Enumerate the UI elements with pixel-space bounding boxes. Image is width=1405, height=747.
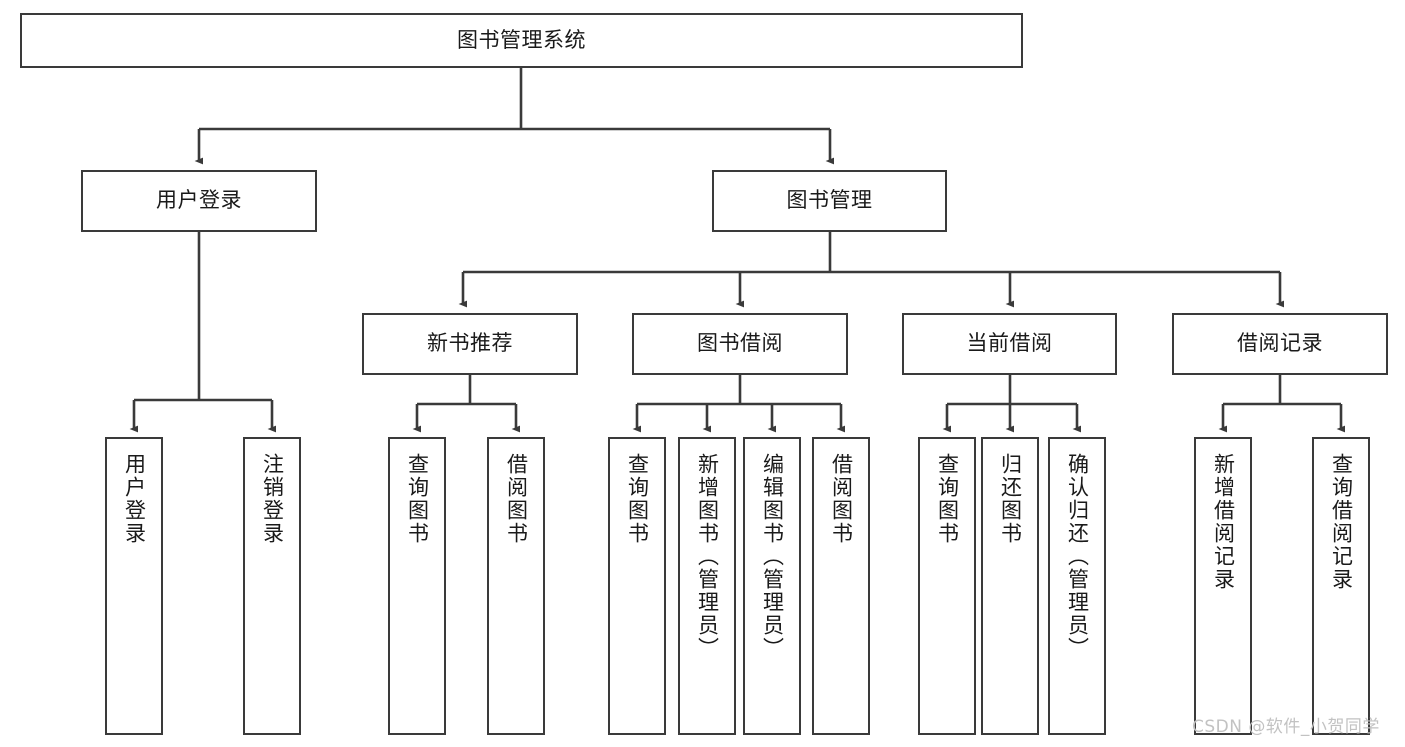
node-leaf-edit-book-label: 编辑图书（管理员）: [760, 453, 785, 660]
node-leaf-user-login-label: 用户登录: [122, 453, 147, 545]
node-leaf-query-book-2-label: 查询图书: [625, 453, 650, 545]
node-borrow-record-label: 借阅记录: [1237, 331, 1323, 356]
node-leaf-add-book[interactable]: 新增图书（管理员）: [678, 437, 736, 735]
node-book-manage-label: 图书管理: [786, 188, 873, 213]
node-leaf-add-record[interactable]: 新增借阅记录: [1194, 437, 1252, 735]
node-leaf-user-logout-label: 注销登录: [260, 453, 285, 545]
node-leaf-confirm-return-label: 确认归还（管理员）: [1065, 453, 1090, 660]
node-leaf-return-book-label: 归还图书: [998, 453, 1023, 545]
node-leaf-query-book-2[interactable]: 查询图书: [608, 437, 666, 735]
node-leaf-return-book[interactable]: 归还图书: [981, 437, 1039, 735]
node-book-borrow-label: 图书借阅: [697, 331, 783, 356]
node-leaf-query-book-3-label: 查询图书: [935, 453, 960, 545]
node-book-manage[interactable]: 图书管理: [712, 170, 947, 232]
node-leaf-query-record-label: 查询借阅记录: [1329, 453, 1354, 591]
watermark: CSDN @软件_小贺同学: [1192, 717, 1380, 737]
node-leaf-query-book-3[interactable]: 查询图书: [918, 437, 976, 735]
node-leaf-query-book-1[interactable]: 查询图书: [388, 437, 446, 735]
node-current-borrow-label: 当前借阅: [966, 331, 1053, 356]
node-leaf-confirm-return[interactable]: 确认归还（管理员）: [1048, 437, 1106, 735]
node-user-login[interactable]: 用户登录: [81, 170, 317, 232]
node-leaf-edit-book[interactable]: 编辑图书（管理员）: [743, 437, 801, 735]
node-user-login-label: 用户登录: [156, 188, 242, 213]
node-leaf-user-login[interactable]: 用户登录: [105, 437, 163, 735]
node-root[interactable]: 图书管理系统: [20, 13, 1023, 68]
node-root-label: 图书管理系统: [457, 27, 586, 52]
node-leaf-query-record[interactable]: 查询借阅记录: [1312, 437, 1370, 735]
node-leaf-query-book-1-label: 查询图书: [405, 453, 430, 545]
node-leaf-borrow-book-2[interactable]: 借阅图书: [812, 437, 870, 735]
node-leaf-borrow-book-1[interactable]: 借阅图书: [487, 437, 545, 735]
node-book-borrow[interactable]: 图书借阅: [632, 313, 848, 375]
node-borrow-record[interactable]: 借阅记录: [1172, 313, 1388, 375]
node-leaf-borrow-book-1-label: 借阅图书: [504, 453, 529, 545]
node-new-book-rec-label: 新书推荐: [427, 331, 513, 356]
node-new-book-rec[interactable]: 新书推荐: [362, 313, 578, 375]
node-leaf-user-logout[interactable]: 注销登录: [243, 437, 301, 735]
node-current-borrow[interactable]: 当前借阅: [902, 313, 1117, 375]
node-leaf-add-record-label: 新增借阅记录: [1211, 453, 1236, 591]
node-leaf-borrow-book-2-label: 借阅图书: [829, 453, 854, 545]
node-leaf-add-book-label: 新增图书（管理员）: [695, 453, 720, 660]
